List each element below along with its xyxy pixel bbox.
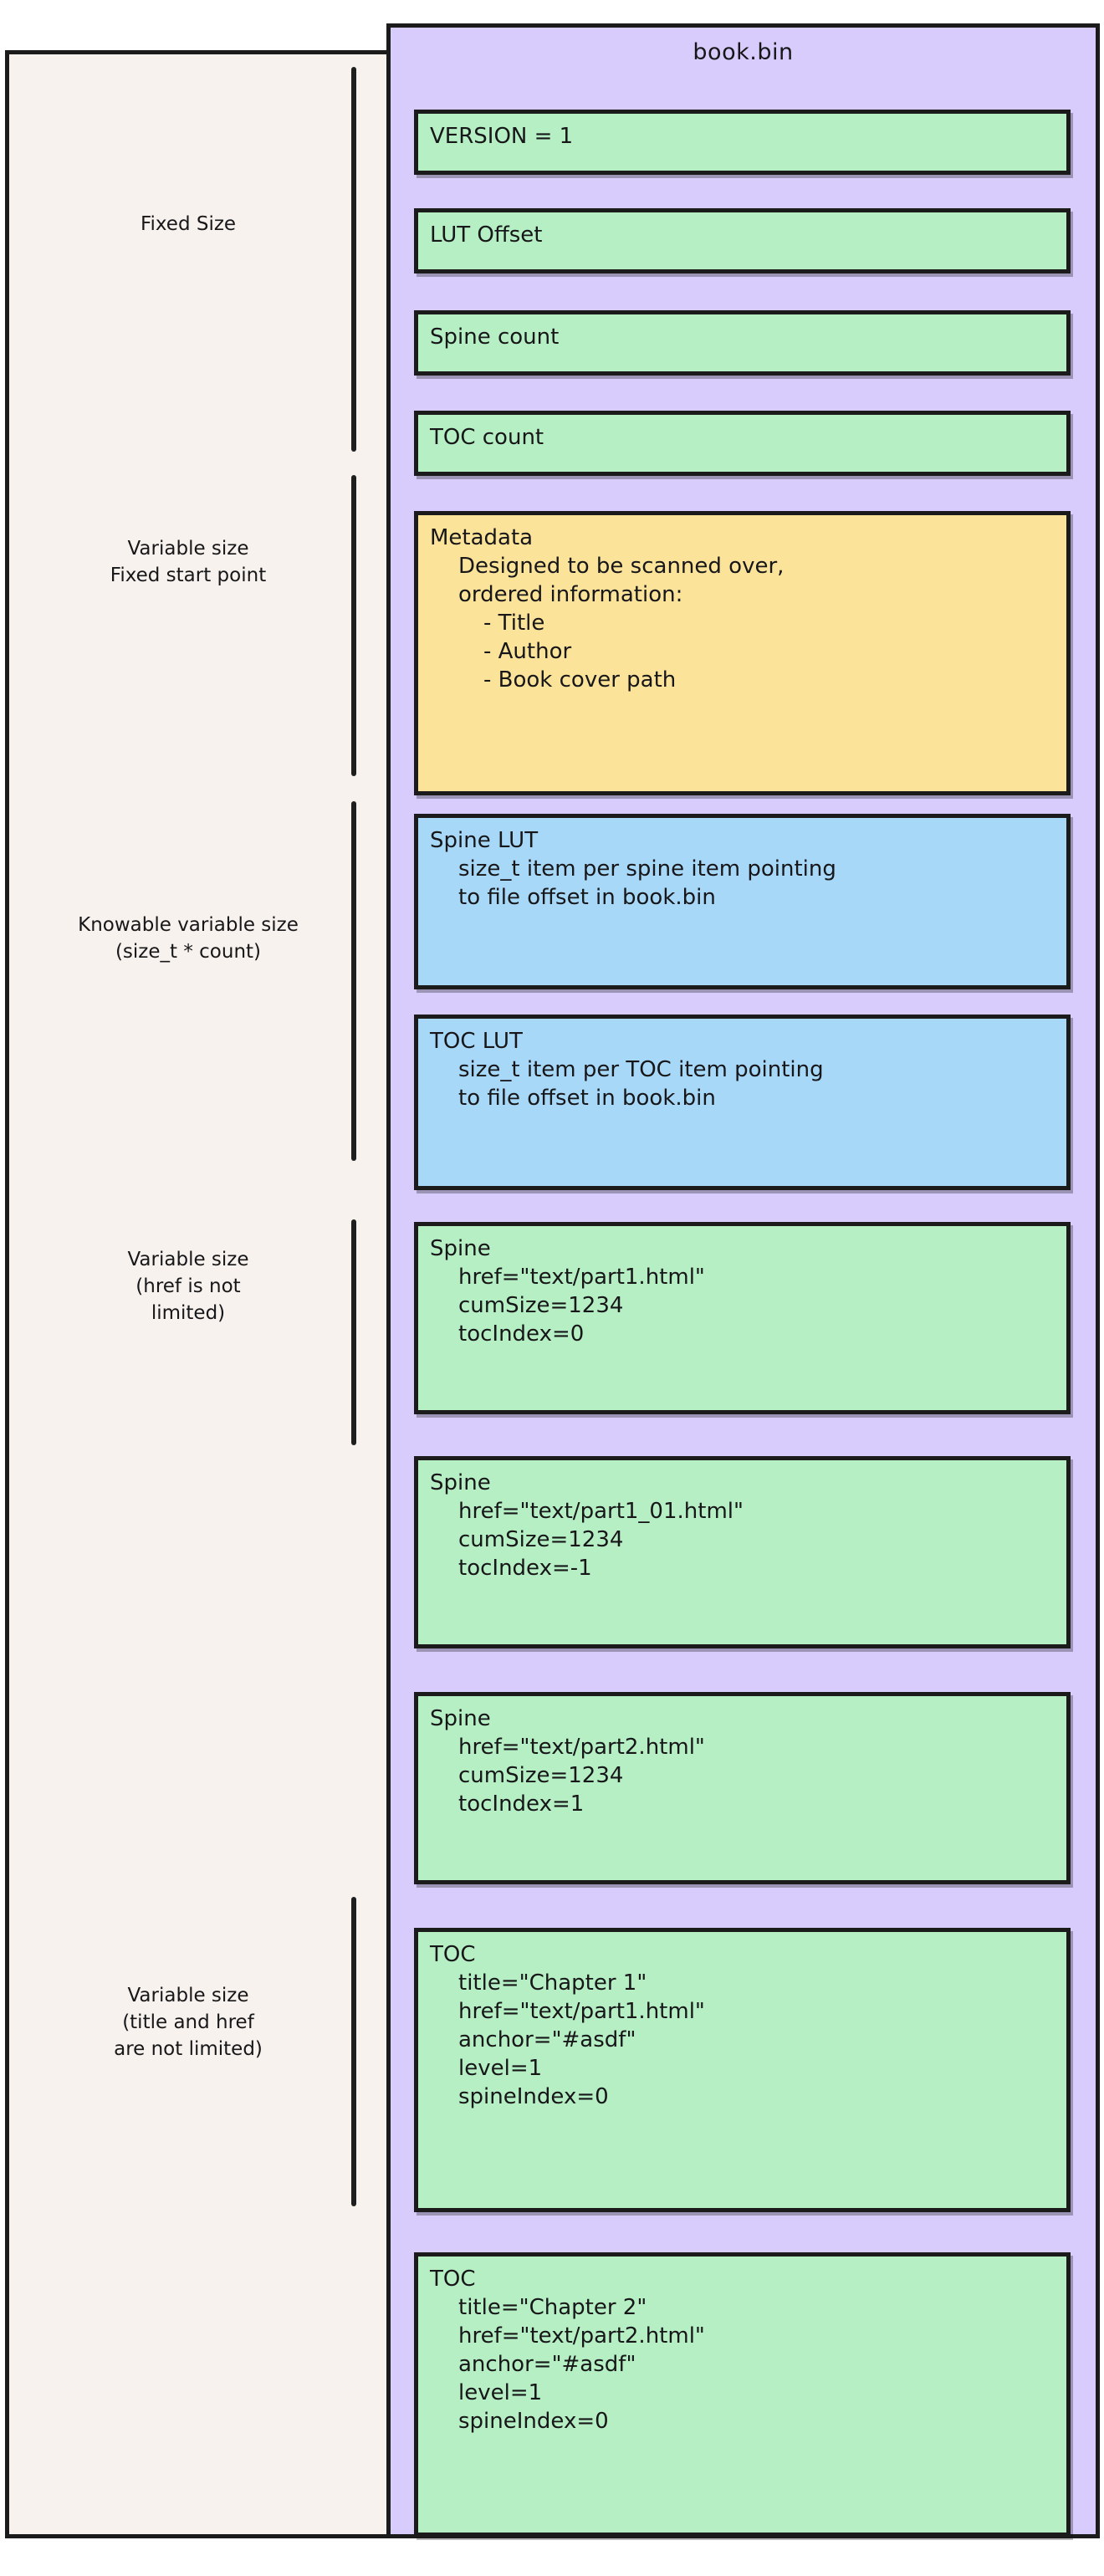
record-lut-offset: LUT Offset xyxy=(414,208,1071,273)
label-variable-fixed: Variable size Fixed start point xyxy=(110,538,267,586)
record-line: TOC xyxy=(430,1942,476,1967)
record-line: href="text/part2.html" xyxy=(458,1735,705,1760)
record-spine-1: Spine href="text/part1.html" cumSize=1234 t… xyxy=(414,1222,1071,1414)
record-line: href="text/part2.html" xyxy=(458,2323,705,2349)
record-line: tocIndex=0 xyxy=(458,1321,585,1347)
record-line: Spine LUT xyxy=(430,828,539,853)
bracket-tick-fixed-size xyxy=(351,67,356,452)
record-line: to file offset in book.bin xyxy=(458,1086,716,1111)
record-line: - Book cover path xyxy=(483,667,677,693)
record-line: - Author xyxy=(483,639,572,664)
record-line: spineIndex=0 xyxy=(458,2084,609,2109)
record-line: size_t item per TOC item pointing xyxy=(458,1057,824,1082)
record-line: Designed to be scanned over, xyxy=(458,554,785,579)
record-spine-2: Spine href="text/part1_01.html" cumSize=12… xyxy=(414,1456,1071,1648)
record-line: href="text/part1_01.html" xyxy=(458,1499,744,1524)
record-version: VERSION = 1 xyxy=(414,110,1071,175)
bracket-tick-knowable-variable xyxy=(351,801,356,1161)
record-line: Spine xyxy=(430,1706,491,1731)
record-spine-lut: Spine LUT size_t item per spine item poin… xyxy=(414,814,1071,989)
record-line: anchor="#asdf" xyxy=(458,2352,636,2377)
record-line: cumSize=1234 xyxy=(458,1763,624,1788)
record-line: spineIndex=0 xyxy=(458,2409,609,2434)
record-toc-count: TOC count xyxy=(414,411,1071,476)
record-line: href="text/part1.html" xyxy=(458,1265,705,1290)
record-line: TOC xyxy=(430,2267,476,2292)
record-line: to file offset in book.bin xyxy=(458,885,716,910)
record-line: ordered information: xyxy=(458,582,683,607)
record-line: title="Chapter 1" xyxy=(458,1970,647,1996)
label-variable-title: Variable size (title and href are not li… xyxy=(114,1985,263,2060)
label-fixed-size: Fixed Size xyxy=(140,213,237,235)
record-line: Metadata xyxy=(430,525,534,550)
record-line: tocIndex=1 xyxy=(458,1791,585,1817)
record-line: Spine xyxy=(430,1470,491,1495)
record-line: VERSION = 1 xyxy=(430,124,574,149)
record-line: size_t item per spine item pointing xyxy=(458,856,836,882)
record-line: title="Chapter 2" xyxy=(458,2295,647,2320)
record-line: anchor="#asdf" xyxy=(458,2027,636,2052)
record-spine-count: Spine count xyxy=(414,310,1071,376)
bracket-tick-variable-title xyxy=(351,1897,356,2206)
record-toc-1: TOC title="Chapter 1" href="text/part1.htm… xyxy=(414,1928,1071,2212)
file-title: book.bin xyxy=(693,39,794,65)
record-toc-lut: TOC LUT size_t item per TOC item pointing… xyxy=(414,1015,1071,1190)
record-line: tocIndex=-1 xyxy=(458,1556,592,1581)
record-line: level=1 xyxy=(458,2056,543,2081)
bracket-tick-variable-fixed xyxy=(351,475,356,776)
record-line: - Title xyxy=(483,611,545,636)
record-toc-2: TOC title="Chapter 2" href="text/part2.htm… xyxy=(414,2252,1071,2537)
record-spine-3: Spine href="text/part2.html" cumSize=1234 t… xyxy=(414,1692,1071,1884)
record-line: cumSize=1234 xyxy=(458,1293,624,1318)
record-line: Spine xyxy=(430,1236,491,1261)
record-line: LUT Offset xyxy=(430,222,543,248)
record-line: TOC count xyxy=(430,425,544,450)
record-line: href="text/part1.html" xyxy=(458,1999,705,2024)
label-variable-href: Variable size (href is not limited) xyxy=(127,1249,249,1324)
record-line: TOC LUT xyxy=(430,1029,523,1054)
bracket-tick-variable-href xyxy=(351,1219,356,1445)
label-knowable-variable: Knowable variable size (size_t * count) xyxy=(78,914,299,963)
explanation-panel xyxy=(5,50,386,2538)
record-line: Spine count xyxy=(430,325,560,350)
record-line: cumSize=1234 xyxy=(458,1527,624,1552)
record-line: level=1 xyxy=(458,2380,543,2405)
